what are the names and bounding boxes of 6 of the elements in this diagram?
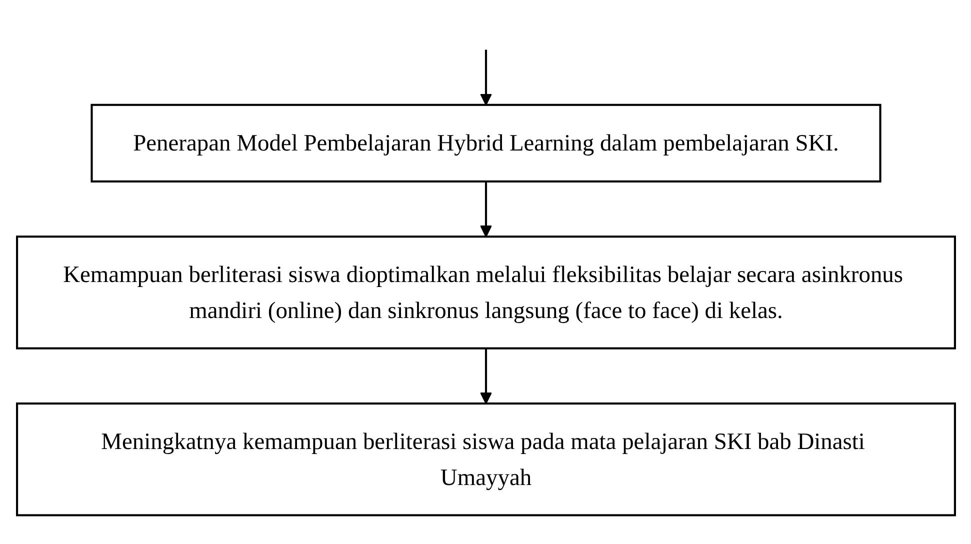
arrow [479,348,492,404]
node-box: Penerapan Model Pembelajaran Hybrid Learning dalam pembelajaran SKI. [90,104,881,182]
arrow [479,50,492,106]
node-box: Kemampuan berliterasi siswa dioptimalkan melalui fleksibilitas belajar secara asinkronus mandiri (online) dan sinkronus langsung (face to face) di kelas. [16,235,956,350]
node-box: Meningkatnya kemampuan berliterasi siswa pada mata pelajaran SKI bab Dinasti Umayyah [16,402,956,516]
arrow [479,181,492,238]
